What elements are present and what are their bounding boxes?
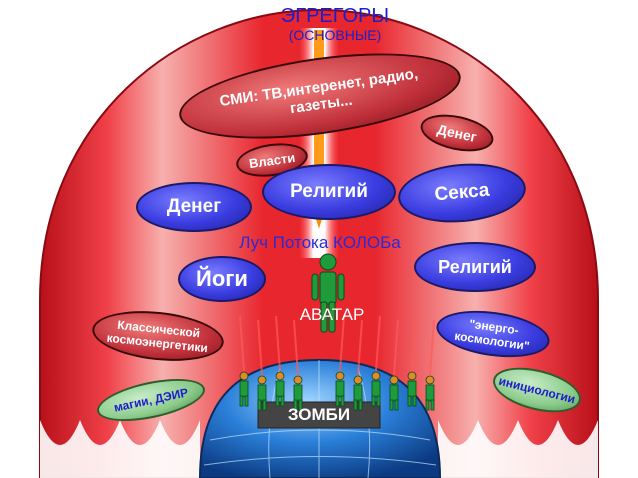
zombie-crowd [239,315,435,411]
oval-power-label: Власти [247,149,297,171]
diagram-subtitle: (ОСНОВНЫЕ) [288,27,382,43]
oval-classic-cosmo-label: Классической космоэнергетики [106,317,209,356]
zombie-figure [371,315,381,407]
diagram-title: ЭГРЕГОРЫ [280,5,390,27]
zombie-figure [335,315,345,407]
oval-religion-right: Религий [414,242,536,292]
oval-yoga: Йоги [178,256,266,302]
oval-religion-top: Религий [262,164,396,220]
ray-label: Луч Потока КОЛОБа [239,233,401,252]
avatar-figure [311,253,345,333]
oval-religion-right-label: Религий [438,256,512,277]
oval-magic-label: магии, ДЭИР [112,385,190,415]
zombie-figure [407,315,417,407]
zombie-figure [257,319,267,411]
dome-scallop [40,420,200,478]
oval-religion-top-label: Религий [290,181,368,202]
oval-money-left-label: Денег [166,196,222,217]
zombie-label: ЗОМБИ [287,405,351,424]
oval-sex-label: Секса [433,179,491,206]
oval-yoga-label: Йоги [196,266,248,291]
zombie-figure [425,319,435,411]
oval-money-top-label: Денег [435,121,479,145]
oval-money-left: Денег [136,182,252,232]
oval-media-label: СМИ: ТВ,интеренет, радио, газеты... [218,65,420,118]
zombie-figure [389,319,399,411]
avatar-label: АВАТАР [299,305,365,324]
dome-scallop [438,420,598,478]
zombie-figure [239,315,249,407]
zombie-figure [275,315,285,407]
zombie-figure [353,319,363,411]
zombie-figure [293,319,303,411]
